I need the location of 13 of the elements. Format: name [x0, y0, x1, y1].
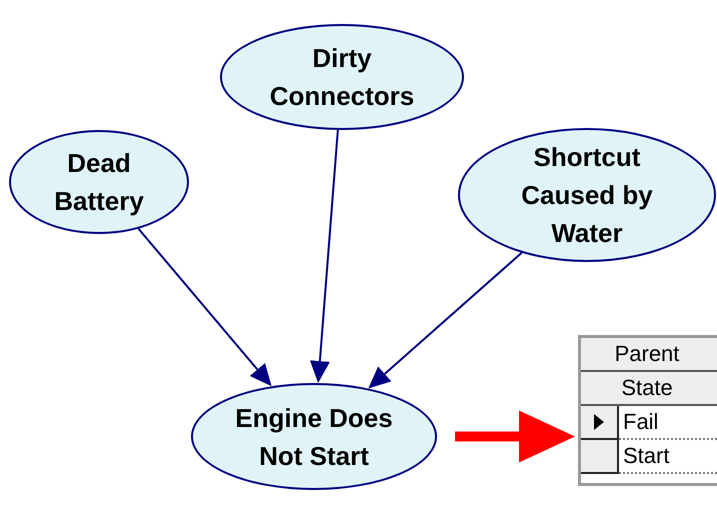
- node-label: Dead Battery: [53, 147, 145, 218]
- node-label: Engine Does Not Start: [234, 402, 394, 472]
- node-label: Shortcut Caused by Water: [520, 141, 654, 250]
- table-cell-text: Fail: [623, 409, 658, 434]
- column-header: State: [621, 374, 673, 402]
- column-header: Parent: [614, 340, 680, 368]
- arrow: [455, 410, 575, 462]
- table-cell-text: Start: [623, 443, 670, 468]
- arrow: [368, 252, 522, 388]
- arrow: [138, 228, 272, 386]
- state-table: [578, 335, 717, 486]
- arrow: [310, 130, 339, 384]
- node-label: Dirty Connectors: [268, 42, 416, 113]
